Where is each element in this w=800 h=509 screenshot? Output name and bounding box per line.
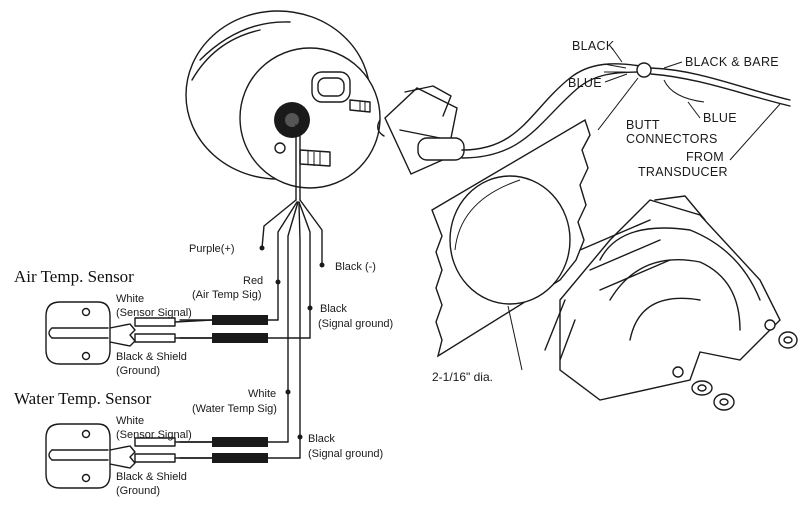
- white-water-sub-label: (Water Temp Sig): [192, 403, 277, 415]
- butt-label: BUTT: [626, 118, 660, 132]
- connector-plug: [377, 85, 465, 175]
- water-sensor-title: Water Temp. Sensor: [14, 389, 152, 408]
- black-label: BLACK: [572, 39, 615, 53]
- black-neg-label: Black (-): [335, 261, 376, 273]
- mounting-bracket: [544, 195, 798, 411]
- red-sub-label: (Air Temp Sig): [192, 289, 261, 301]
- purple-label: Purple(+): [189, 243, 235, 255]
- air-sensor-title: Air Temp. Sensor: [14, 267, 134, 286]
- air-temp-sensor: [45, 301, 213, 365]
- dimension-label: 2-1/16" dia.: [432, 370, 493, 384]
- blue-right-label: BLUE: [703, 111, 737, 125]
- water-shield-label: Black & Shield: [116, 471, 187, 483]
- black-sig-sub-label: (Signal ground): [318, 318, 393, 330]
- white-water-label: White: [248, 388, 276, 400]
- gauge-body: [185, 10, 381, 189]
- black-sig-label: Black: [320, 303, 347, 315]
- transducer-label: TRANSDUCER: [638, 165, 728, 179]
- air-shield-label: Black & Shield: [116, 351, 187, 363]
- dash-panel: [431, 118, 591, 358]
- red-label: Red: [243, 275, 263, 287]
- air-white-sub-label: (Sensor Signal): [116, 307, 192, 319]
- from-label: FROM: [686, 150, 724, 164]
- black-sig2-label: Black: [308, 433, 335, 445]
- water-temp-sensor: [45, 423, 213, 489]
- water-shield-sub-label: (Ground): [116, 485, 160, 497]
- black-bare-label: BLACK & BARE: [685, 55, 779, 69]
- blue-left-label: BLUE: [568, 76, 602, 90]
- connectors-label: CONNECTORS: [626, 132, 718, 146]
- air-white-label: White: [116, 293, 144, 305]
- water-white-label: White: [116, 415, 144, 427]
- butt-connector: [636, 62, 652, 78]
- water-white-sub-label: (Sensor Signal): [116, 429, 192, 441]
- black-sig2-sub-label: (Signal ground): [308, 448, 383, 460]
- air-shield-sub-label: (Ground): [116, 365, 160, 377]
